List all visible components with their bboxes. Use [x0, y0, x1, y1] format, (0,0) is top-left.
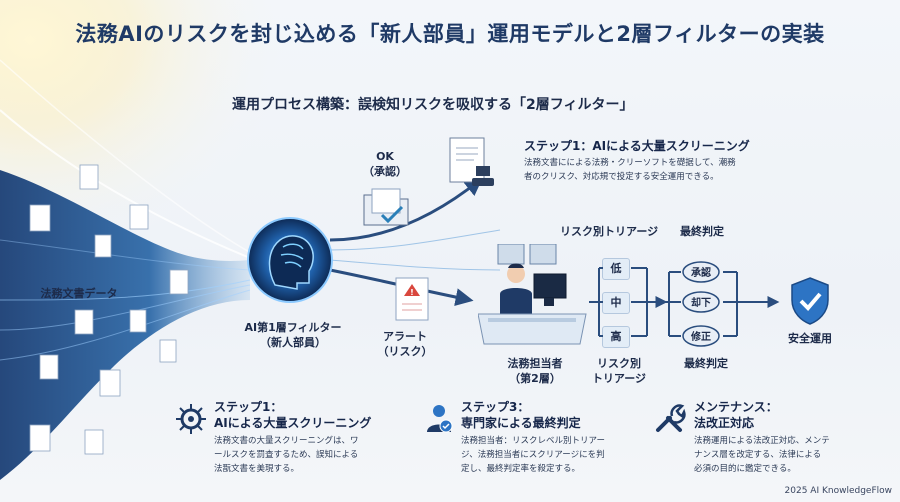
ai-filter-line2: （新人部員）: [260, 336, 326, 349]
stamp-approve-label: 承認: [691, 268, 711, 279]
bottom-maintenance-desc-line2: ナンス層を改定する、法律による: [694, 450, 822, 460]
triage-bottom-line1: リスク別: [597, 357, 641, 370]
expert-check-icon: [427, 405, 453, 433]
gear-network-icon: [176, 404, 206, 434]
document-cloud: [29, 164, 189, 455]
shield-check-icon: [791, 277, 829, 325]
final-header: 最終判定: [680, 225, 724, 238]
legal-staff-at-desk-icon: [478, 244, 587, 345]
bottom-step-3-desc-line3: 定し、最終判定率を殺定する。: [461, 464, 581, 474]
ai-filter-label: AI第1層フィルター （新人部員）: [228, 320, 358, 350]
svg-text:!: !: [410, 288, 414, 297]
step1-top-desc-line1: 法務文書にによる法務・クリーソフトを礎据して、潮務: [524, 158, 736, 168]
triage-header: リスク別トリアージ: [560, 225, 659, 238]
stamp-approve-icon: [682, 261, 720, 283]
step1-top-title: ステップ1：AIによる大量スクリーニング: [524, 139, 750, 153]
safe-operation-label: 安全運用: [788, 332, 832, 345]
final-bottom-label: 最終判定: [684, 357, 728, 370]
alert-line1: アラート: [383, 330, 427, 343]
alert-document-icon: !: [395, 277, 429, 321]
section-subtitle: 運用プロセス構築：誤検知リスクを吸収する「2層フィルター」: [232, 97, 634, 113]
staff-label: 法務担当者 （第2層）: [480, 356, 590, 386]
alert-line2: （リスク）: [377, 345, 433, 358]
bottom-step-3-desc-line1: 法務担当者：リスクレベル別トリアー: [461, 436, 605, 446]
triage-bottom-line2: トリアージ: [591, 372, 647, 385]
bottom-step-3-title2: 専門家による最終判定: [461, 416, 581, 430]
alert-label: アラート （リスク）: [365, 329, 445, 359]
bottom-maintenance-title2: 法改正対応: [694, 416, 755, 430]
ai-brain-icon: [247, 217, 333, 303]
ok-line2: （承認）: [363, 165, 407, 178]
ok-line1: OK: [376, 150, 394, 163]
copyright-text: 2025 AI KnowledgeFlow: [784, 486, 892, 496]
bottom-step-1-title1: ステップ1：: [214, 400, 283, 414]
bottom-maintenance-title1: メンテナンス：: [694, 400, 778, 414]
bottom-step-1-desc-line2: ールスクを罰査するため、誤知による: [214, 450, 359, 460]
bottom-step-3-desc-line2: ジ、法務担当者にスクリアージにを判: [461, 450, 605, 460]
step1-top-desc: 法務文書にによる法務・クリーソフトを礎据して、潮務 者のクリスク、対応規で投定す…: [524, 156, 736, 184]
staff-line2: （第2層）: [509, 372, 561, 385]
bottom-step-1: ステップ1： AIによる大量スクリーニング 法務文書の大量スクリーニングは、ワ …: [214, 399, 424, 476]
step1-top-desc-line2: 者のクリスク、対応規で投定する安全運用できる。: [524, 172, 719, 182]
legal-documents-label: 法務文書データ: [40, 287, 118, 300]
triage-bottom-label: リスク別 トリアージ: [580, 356, 658, 386]
bottom-step-1-desc-line1: 法務文書の大量スクリーニングは、ワ: [214, 436, 359, 446]
stamp-document-icon: [449, 137, 494, 186]
ok-label: OK （承認）: [350, 149, 420, 179]
bottom-maintenance: メンテナンス： 法改正対応 法務運用による法改正対応、メンテ ナンス層を改定する…: [694, 399, 894, 476]
stamp-revise-icon: [682, 325, 720, 347]
bottom-maintenance-desc-line3: 必須の目的に鑑定できる。: [694, 464, 796, 474]
stamp-reject-icon: [682, 291, 720, 313]
bottom-step-3-title1: ステップ3：: [461, 400, 530, 414]
staff-line1: 法務担当者: [507, 357, 563, 370]
page-title: 法務AIのリスクを封じ込める「新人部員」運用モデルと2層フィルターの実装: [75, 22, 825, 46]
bottom-maintenance-desc-line1: 法務運用による法改正対応、メンテ: [694, 436, 830, 446]
bottom-step-1-desc-line3: 法翫文書を美現する。: [214, 464, 300, 474]
approved-folder-icon: [363, 188, 409, 226]
stamp-reject-label: 却下: [691, 298, 711, 309]
bottom-step-1-title2: AIによる大量スクリーニング: [214, 416, 372, 430]
wrench-icon: [656, 404, 686, 432]
ai-filter-line1: AI第1層フィルター: [244, 321, 342, 334]
triage-connectors: [589, 267, 805, 337]
stamp-revise-label: 修正: [691, 332, 711, 343]
bottom-step-3: ステップ3： 専門家による最終判定 法務担当者：リスクレベル別トリアー ジ、法務…: [461, 399, 661, 476]
